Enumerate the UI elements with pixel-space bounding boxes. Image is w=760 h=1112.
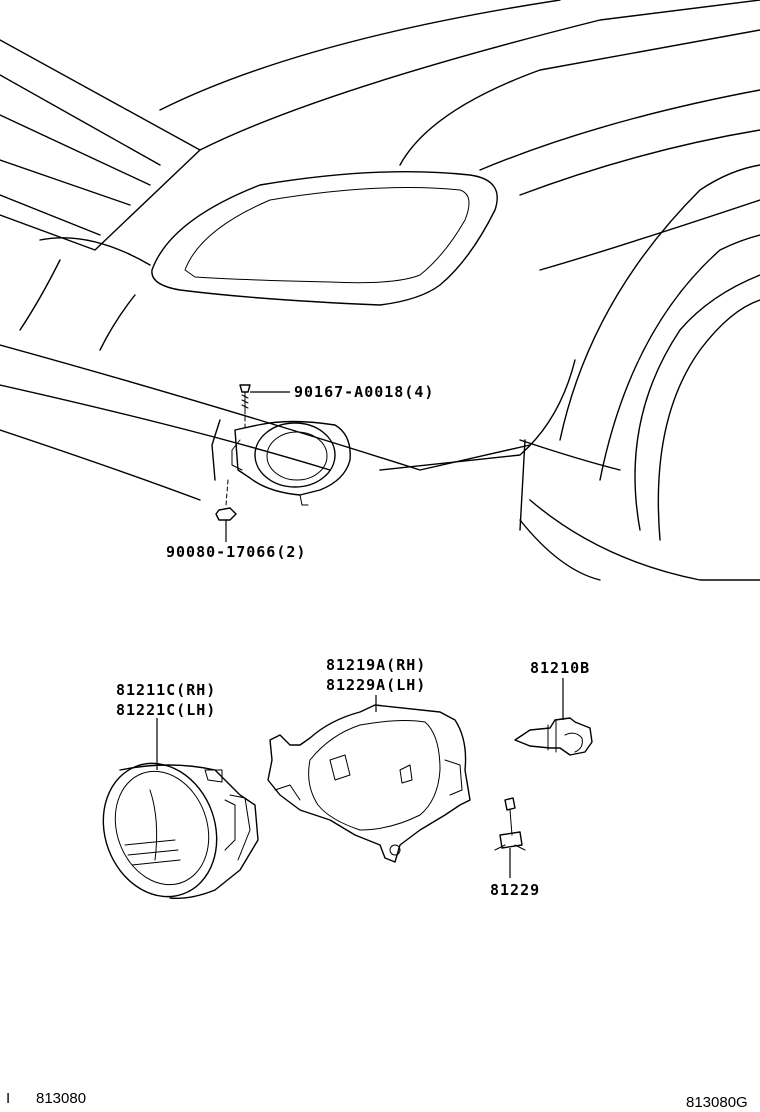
vehicle-body-outline <box>0 0 760 581</box>
callout-fog-lamp-rh: 81211C(RH) <box>116 681 217 699</box>
fog-lamp-assembly-drawing <box>102 762 259 900</box>
callout-bracket-lh: 81229A(LH) <box>326 676 427 694</box>
leader-lines <box>156 391 564 878</box>
callout-bolt: 90167-A0018(4) <box>294 383 435 401</box>
callout-socket: 81229 <box>490 881 541 899</box>
socket-drawing <box>494 797 526 851</box>
footer-left-code: 813080 <box>36 1090 87 1107</box>
callout-nut: 90080-17066(2) <box>166 543 307 561</box>
callout-bulb: 81210B <box>530 659 591 677</box>
callout-bracket-rh: 81219A(RH) <box>326 656 427 674</box>
bracket-drawing <box>267 704 471 863</box>
footer-left-marker: I <box>6 1090 11 1107</box>
installed-fog-lamp <box>211 384 351 521</box>
callout-fog-lamp-lh: 81221C(LH) <box>116 701 217 719</box>
footer-right-code: 813080G <box>686 1094 748 1111</box>
bulb-drawing <box>514 717 593 756</box>
